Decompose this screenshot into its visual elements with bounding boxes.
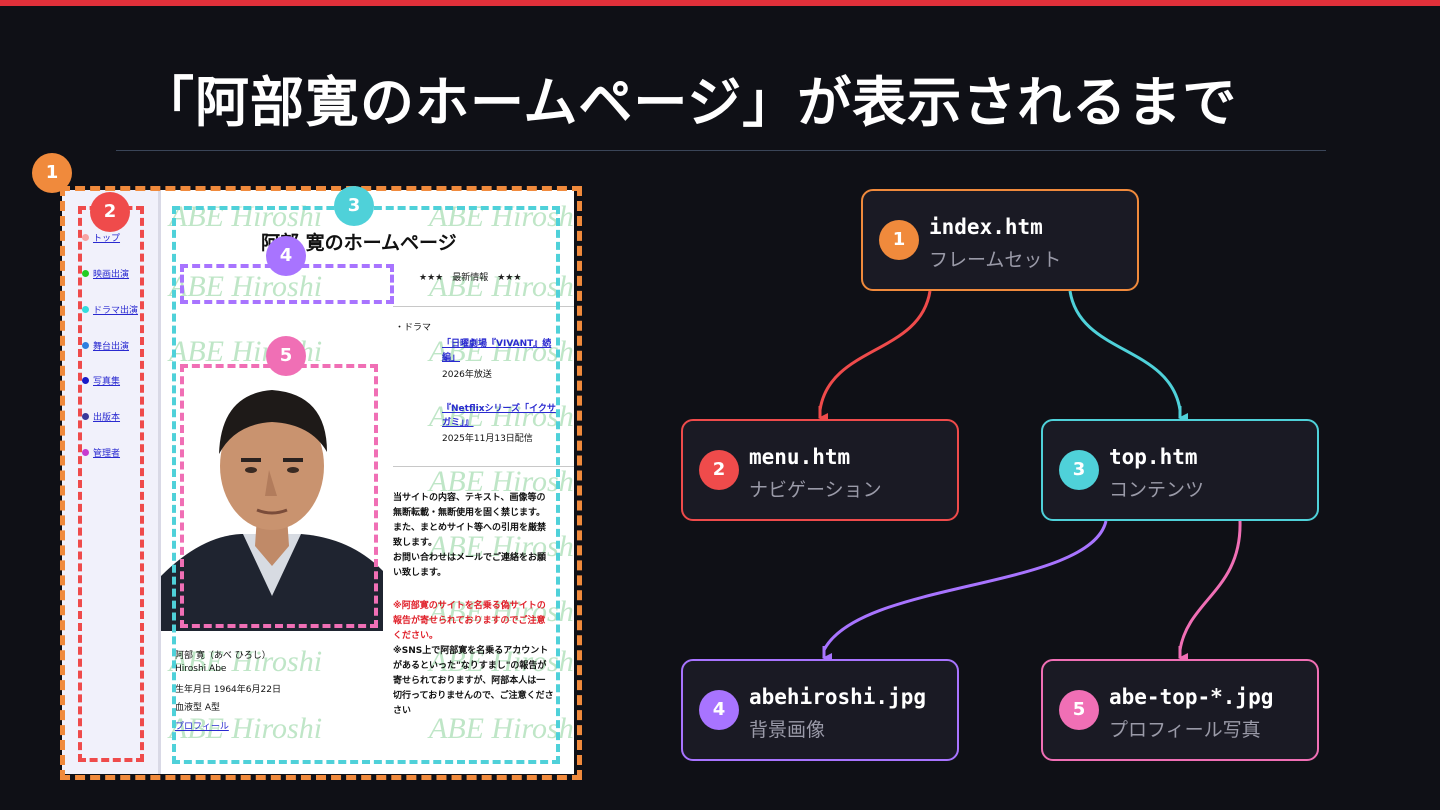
- node-number-badge: 2: [699, 450, 739, 490]
- node-filename: abe-top-*.jpg: [1109, 685, 1273, 709]
- node-filename: abehiroshi.jpg: [749, 685, 926, 709]
- connector-index-to-top: [1070, 291, 1180, 410]
- node-number-badge: 5: [1059, 690, 1099, 730]
- node-top: 3 top.htm コンテンツ: [1041, 419, 1319, 521]
- connector-top-to-bgimage: [824, 521, 1106, 650]
- node-menu: 2 menu.htm ナビゲーション: [681, 419, 959, 521]
- node-description: プロフィール写真: [1109, 715, 1261, 742]
- node-description: フレームセット: [929, 245, 1061, 272]
- node-filename: top.htm: [1109, 445, 1198, 469]
- node-number-badge: 1: [879, 220, 919, 260]
- node-background-image: 4 abehiroshi.jpg 背景画像: [681, 659, 959, 761]
- connector-top-to-photo: [1180, 521, 1240, 650]
- node-description: ナビゲーション: [749, 475, 882, 502]
- node-description: コンテンツ: [1109, 475, 1204, 502]
- node-filename: index.htm: [929, 215, 1043, 239]
- connector-index-to-menu: [820, 291, 930, 410]
- node-filename: menu.htm: [749, 445, 850, 469]
- node-index: 1 index.htm フレームセット: [861, 189, 1139, 291]
- node-profile-photo: 5 abe-top-*.jpg プロフィール写真: [1041, 659, 1319, 761]
- node-number-badge: 4: [699, 690, 739, 730]
- node-description: 背景画像: [749, 715, 825, 742]
- node-number-badge: 3: [1059, 450, 1099, 490]
